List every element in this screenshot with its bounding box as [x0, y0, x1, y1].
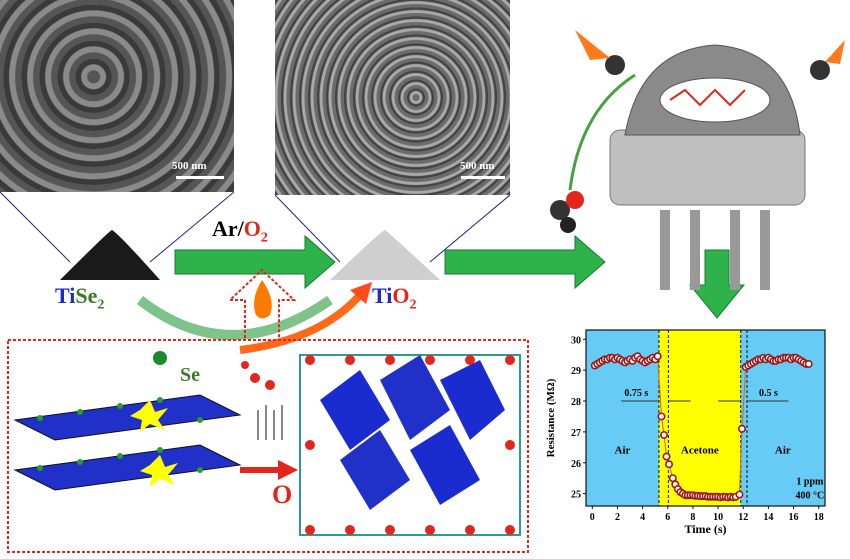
recovery-time-label: 0.5 s	[759, 388, 778, 399]
x-tick-label: 14	[763, 512, 773, 523]
x-tick-label: 2	[615, 512, 620, 523]
se-atom	[153, 351, 167, 365]
arrow-annealing	[174, 234, 336, 290]
acetone-molecule	[550, 191, 584, 233]
x-tick-label: 0	[590, 512, 595, 523]
x-tick-label: 18	[814, 512, 824, 523]
flame-icon	[254, 280, 272, 319]
curved-arrow-tio2	[239, 292, 363, 354]
x-axis-label: Time (s)	[684, 522, 726, 536]
tio2-powder	[330, 230, 440, 280]
x-tick-label: 8	[690, 512, 695, 523]
o-label: O	[272, 480, 293, 509]
scale-bar	[176, 176, 224, 179]
exhaust-molecule-left	[575, 30, 625, 75]
gas-sensor	[609, 44, 806, 290]
y-tick-label: 28	[571, 397, 581, 408]
plot-frame	[585, 329, 826, 507]
x-tick-label: 12	[738, 512, 748, 523]
scale-bar-label: 500 nm	[460, 160, 495, 172]
tise2-powder	[60, 230, 160, 280]
data-point	[653, 352, 662, 361]
y-tick-label: 25	[571, 490, 581, 501]
data-point	[665, 460, 674, 469]
data-point	[735, 490, 744, 499]
response-time-label: 0.75 s	[624, 388, 648, 399]
tise2-label: TiSe2	[55, 283, 105, 313]
y-tick-label: 27	[571, 428, 581, 439]
ar-o2-label: Ar/O2	[212, 216, 268, 246]
x-tick-label: 16	[789, 512, 799, 523]
tio2-label: TiO2	[372, 283, 417, 313]
y-tick-label: 29	[571, 366, 581, 377]
mechanism-box	[7, 339, 529, 553]
data-point	[657, 412, 666, 421]
concentration-label: 1 ppm	[796, 476, 824, 487]
heat-arrow	[227, 268, 297, 338]
region-label: Acetone	[681, 445, 719, 457]
data-point	[804, 359, 813, 368]
y-axis-label: Resistance (MΩ)	[545, 378, 557, 457]
tio2-crystal	[299, 354, 521, 536]
x-tick-label: 6	[665, 512, 670, 523]
data-point	[659, 430, 668, 439]
se-label: Se	[180, 364, 200, 386]
data-point	[737, 424, 746, 433]
exhaust-molecule-right	[810, 40, 845, 80]
y-tick-label: 26	[571, 459, 581, 470]
region-label: Air	[615, 445, 631, 457]
scale-bar	[461, 176, 505, 179]
arrow-to-sensor	[444, 234, 606, 290]
curved-arrow-se	[136, 295, 333, 340]
temperature-label: 400 °C	[796, 490, 825, 501]
sem-image-tio2: 500 nm	[275, 0, 510, 195]
sem-image-tise2: 500 nm	[0, 0, 234, 192]
scale-bar-label: 500 nm	[172, 160, 207, 172]
region-label: Air	[775, 445, 791, 457]
x-tick-label: 4	[640, 512, 645, 523]
data-point	[662, 452, 671, 461]
x-tick-label: 10	[713, 512, 723, 523]
arrow-to-chart	[688, 249, 746, 319]
y-tick-label: 30	[571, 335, 581, 346]
response-chart: Air Acetone Air 0 2 4 6 8 10 12 14 16 18 25 26 27 28 29 30…	[545, 329, 826, 536]
